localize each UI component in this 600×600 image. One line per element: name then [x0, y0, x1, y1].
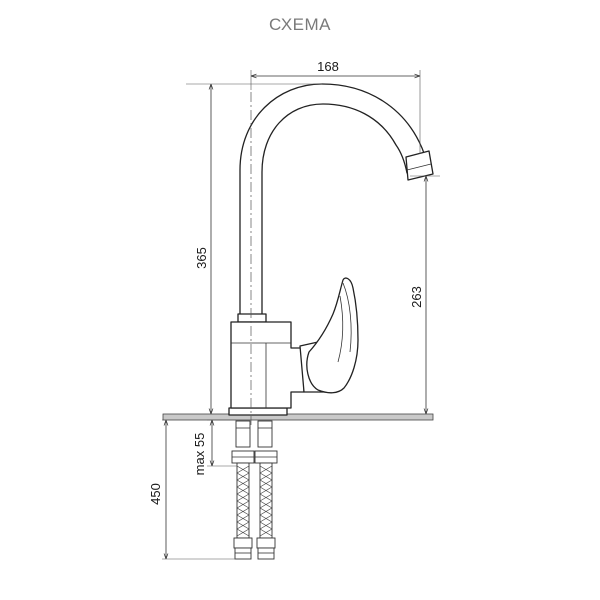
- countertop: [162, 407, 434, 421]
- dimension-label-max-counter-thickness: max 55: [192, 433, 207, 476]
- supply-hoses: [231, 420, 278, 560]
- faucet-outline: [230, 83, 434, 409]
- dimension-label-hose-length: 450: [148, 483, 163, 505]
- dimension-spout-height: 263: [409, 175, 440, 414]
- dimension-spout-reach: 168: [250, 59, 421, 154]
- page-title: СХЕМА: [269, 15, 331, 34]
- dimension-label-total-height: 365: [194, 247, 209, 269]
- dimension-label-spout-height: 263: [409, 286, 424, 308]
- dimension-total-height: 365: [186, 83, 322, 414]
- dimension-label-spout-reach: 168: [317, 59, 339, 74]
- dimension-hose-length: 450: [148, 419, 236, 560]
- dimension-max-counter-thickness: max 55: [192, 419, 237, 476]
